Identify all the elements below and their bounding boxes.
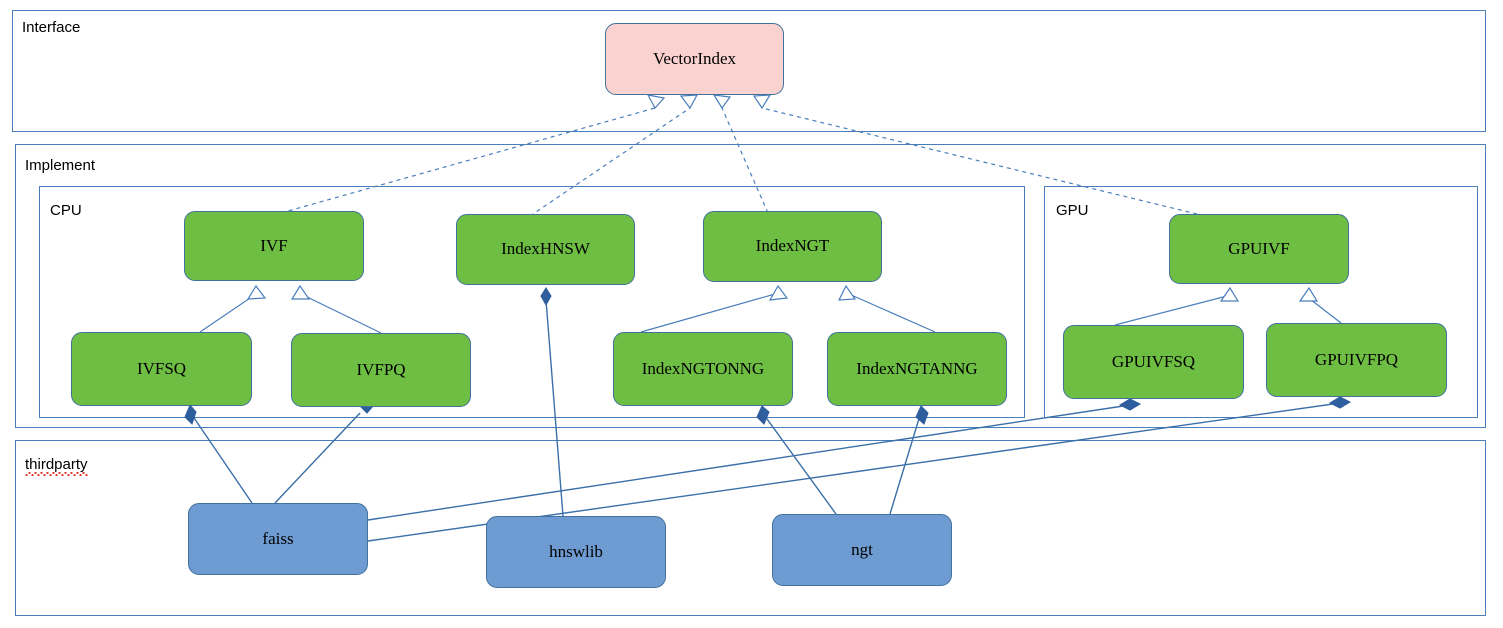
node-gpuivfpq[interactable]: GPUIVFPQ: [1266, 323, 1447, 397]
node-ivf[interactable]: IVF: [184, 211, 364, 281]
container-label-implement: Implement: [25, 157, 96, 174]
node-ngt[interactable]: ngt: [772, 514, 952, 586]
subcontainer-label-cpu: CPU: [50, 202, 82, 219]
node-hnswlib[interactable]: hnswlib: [486, 516, 666, 588]
node-indexngt[interactable]: IndexNGT: [703, 211, 882, 282]
container-label-thirdparty: thirdparty: [25, 456, 88, 476]
node-vectorindex[interactable]: VectorIndex: [605, 23, 784, 95]
node-indexhnsw[interactable]: IndexHNSW: [456, 214, 635, 285]
node-indexngtonng[interactable]: IndexNGTONNG: [613, 332, 793, 406]
node-ivfpq[interactable]: IVFPQ: [291, 333, 471, 407]
thirdparty-label-text: thirdparty: [25, 456, 88, 476]
subcontainer-label-gpu: GPU: [1056, 202, 1089, 219]
node-faiss[interactable]: faiss: [188, 503, 368, 575]
container-label-interface: Interface: [22, 19, 81, 36]
node-gpuivf[interactable]: GPUIVF: [1169, 214, 1349, 284]
node-ivfsq[interactable]: IVFSQ: [71, 332, 252, 406]
node-gpuivfsq[interactable]: GPUIVFSQ: [1063, 325, 1244, 399]
node-indexngtanng[interactable]: IndexNGTANNG: [827, 332, 1007, 406]
